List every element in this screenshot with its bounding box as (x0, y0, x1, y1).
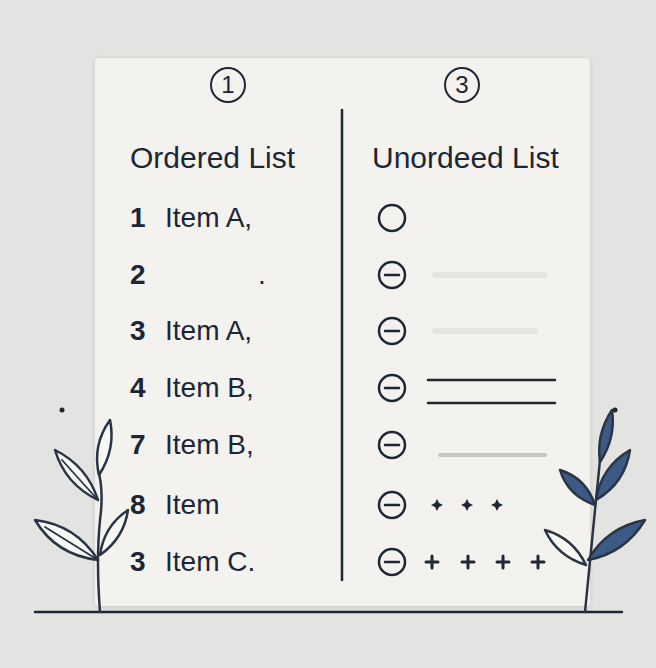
faded-line (435, 328, 535, 334)
list-item: Item (165, 488, 219, 522)
minus-bullet (379, 432, 405, 458)
list-item: . (258, 258, 266, 292)
list-item: Item A, (165, 314, 252, 348)
ground-line (35, 611, 622, 614)
placeholder-line (428, 379, 555, 382)
plus-marks (426, 556, 544, 568)
minus-bullet (379, 262, 405, 288)
list-number: 2 (130, 258, 146, 292)
list-number: 4 (130, 371, 146, 405)
star-marks (431, 499, 503, 511)
list-item: Item B, (165, 371, 254, 405)
list-number: 3 (130, 545, 146, 579)
circled-number: 1 (221, 73, 234, 97)
list-number: 1 (130, 201, 146, 235)
column-heading: Unordeed List (372, 140, 559, 176)
dot (60, 408, 65, 413)
left-plant (35, 420, 128, 612)
minus-bullet (379, 492, 405, 518)
minus-bullet (379, 375, 405, 401)
list-item: Item C. (165, 545, 255, 579)
number-circle: 1 (210, 67, 246, 103)
list-number: 7 (130, 428, 146, 462)
bullet-circle (379, 205, 405, 231)
list-number: 3 (130, 314, 146, 348)
list-item: Item B, (165, 428, 254, 462)
circled-number: 3 (455, 73, 468, 97)
faded-line (435, 272, 545, 278)
list-number: 8 (130, 488, 146, 522)
placeholder-line (428, 402, 555, 405)
minus-bullet (379, 318, 405, 344)
minus-bullet (379, 549, 405, 575)
right-plant (545, 410, 645, 612)
faded-line (440, 453, 545, 457)
number-circle: 3 (444, 67, 480, 103)
list-item: Item A, (165, 201, 252, 235)
column-divider (341, 110, 344, 580)
column-heading: Ordered List (130, 140, 295, 176)
